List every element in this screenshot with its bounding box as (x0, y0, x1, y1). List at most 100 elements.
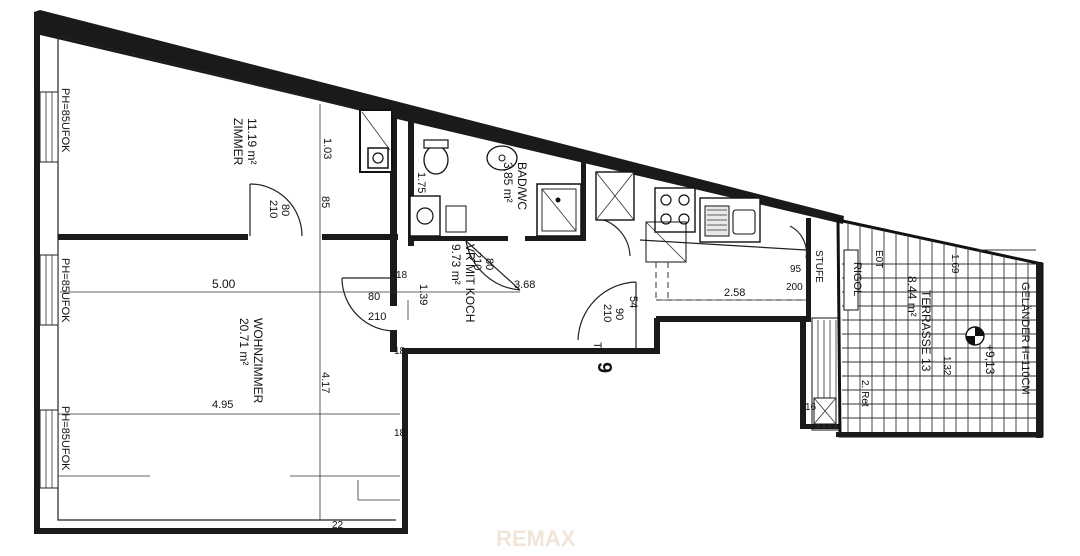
zimmer-wohn-wall-b (322, 234, 398, 240)
bad-east-wall (581, 160, 586, 241)
terrace-grid (842, 222, 1036, 432)
bidet (445, 205, 467, 233)
door-zimmer-label: 80 210 (267, 200, 291, 218)
watermark: REMAX (496, 526, 576, 551)
door-wohn-width: 80 (368, 291, 380, 303)
bad-area: 3.85 m² (501, 162, 515, 203)
dim-22: 22 (332, 520, 344, 531)
svg-text:90: 90 (613, 308, 625, 320)
dim-eot: E0T (873, 250, 884, 268)
dim-wohn-inner: 4.95 (212, 399, 233, 411)
dim-132: 1.32 (941, 356, 952, 376)
dim-vr-c: 2.58 (724, 287, 745, 299)
svg-text:210: 210 (471, 252, 483, 270)
door-entry-label: 90 210 (601, 304, 625, 322)
door-entry-swing (577, 281, 637, 341)
door-wohn-height: 210 (368, 311, 386, 323)
counter-unit (645, 221, 687, 263)
dim-18b: 18 (394, 346, 406, 357)
room-wohnzimmer: WOHNZIMMER 20.71 m² (237, 318, 265, 404)
wohnzimmer-name: WOHNZIMMER (251, 318, 265, 404)
door-terrace-swing (789, 225, 808, 259)
fixtures (359, 109, 807, 263)
corridor-west-stub (390, 330, 397, 352)
outer-walls (34, 10, 844, 534)
bad-west-wall (408, 116, 414, 246)
terrace-step (800, 424, 840, 429)
top-diagonal-wall (34, 10, 844, 224)
bad-name: BAD/WC (515, 162, 529, 210)
counter-edge (639, 239, 807, 251)
entry-wall (654, 318, 660, 354)
svg-text:210: 210 (267, 200, 279, 218)
corridor-bottom-wall (402, 348, 658, 354)
dim-wohn-height: 4.17 (319, 372, 331, 393)
left-wall (34, 12, 40, 534)
dim-T: T (591, 342, 603, 349)
dim-niche: 1.03 (321, 138, 333, 159)
svg-text:PH=85UFOK: PH=85UFOK (59, 258, 71, 323)
svg-text:PH=85UFOK: PH=85UFOK (59, 406, 71, 471)
doors (249, 183, 808, 348)
zimmer-east-wall (390, 106, 397, 306)
kitchen-bottom-wall (656, 316, 806, 322)
wohn-right-wall (402, 350, 408, 534)
svg-text:210: 210 (601, 304, 613, 322)
door-bad-swing (465, 240, 521, 291)
terrace (811, 218, 1044, 438)
stufe-label: STUFE (813, 250, 824, 283)
windows (39, 91, 59, 489)
vr-name: VR MIT KOCH (463, 244, 477, 322)
terrace-left-wall (800, 316, 806, 428)
door-wohn-swing (341, 277, 396, 332)
svg-text:PH=85UFOK: PH=85UFOK (59, 88, 71, 153)
dim-169: 1.69 (949, 254, 960, 274)
dim-wohn-width: 5.00 (212, 277, 236, 291)
room-bad: BAD/WC 3.85 m² (501, 162, 529, 210)
dim-200: 200 (786, 282, 803, 293)
terrasse-area: 8.44 m² (905, 276, 919, 317)
window-label-2: PH=85UFOK (59, 258, 71, 323)
partitions (58, 106, 811, 352)
terrasse-name: TERRASSE 13 (919, 290, 933, 372)
dim-18c: 18 (394, 428, 406, 439)
inner-outline (57, 36, 396, 521)
room-terrasse: 8.44 m² TERRASSE 13 (905, 276, 933, 372)
washing-machine (409, 195, 441, 237)
door-zimmer-swing (249, 183, 303, 237)
bad-south-wall (408, 236, 508, 241)
wohnzimmer-area: 20.71 m² (237, 318, 251, 365)
vr-area: 9.73 m² (449, 244, 463, 285)
rigol-label: RIGOL (851, 262, 863, 296)
zimmer-name: ZIMMER (231, 118, 245, 166)
svg-text:80: 80 (279, 204, 291, 216)
level-value: +9,13 (983, 344, 997, 375)
window-3 (39, 409, 59, 489)
window-label-3: PH=85UFOK (59, 406, 71, 471)
stove (654, 187, 696, 233)
door-vr-label: 80 210 (471, 252, 495, 270)
rigol-channel (811, 317, 841, 431)
stufe-step (843, 249, 859, 311)
cabinet-swing (595, 217, 631, 257)
ret-label: 2. Ret (859, 380, 870, 407)
zimmer-area: 11.19 m² (245, 118, 259, 164)
room-zimmer: ZIMMER 11.19 m² (231, 118, 259, 166)
bad-south-wall-b (525, 236, 581, 241)
unit-number: 9 (593, 362, 615, 373)
dim-95: 95 (790, 264, 802, 275)
dim-18a: 18 (396, 270, 408, 281)
toilet (423, 145, 449, 175)
svg-text:80: 80 (483, 258, 495, 270)
dim-54: 54 (627, 296, 639, 308)
room-vr: VR MIT KOCH 9.73 m² (449, 244, 477, 322)
railing (1036, 262, 1042, 438)
dim-vr-b: 1.39 (417, 284, 429, 305)
sink (486, 145, 518, 171)
window-label-1: PH=85UFOK (59, 88, 71, 153)
inner-diagonal (57, 35, 361, 111)
door-bad-leaf (465, 240, 521, 291)
dim-bad-w: 1.75 (415, 172, 427, 193)
dim-16: 16 (805, 402, 817, 413)
